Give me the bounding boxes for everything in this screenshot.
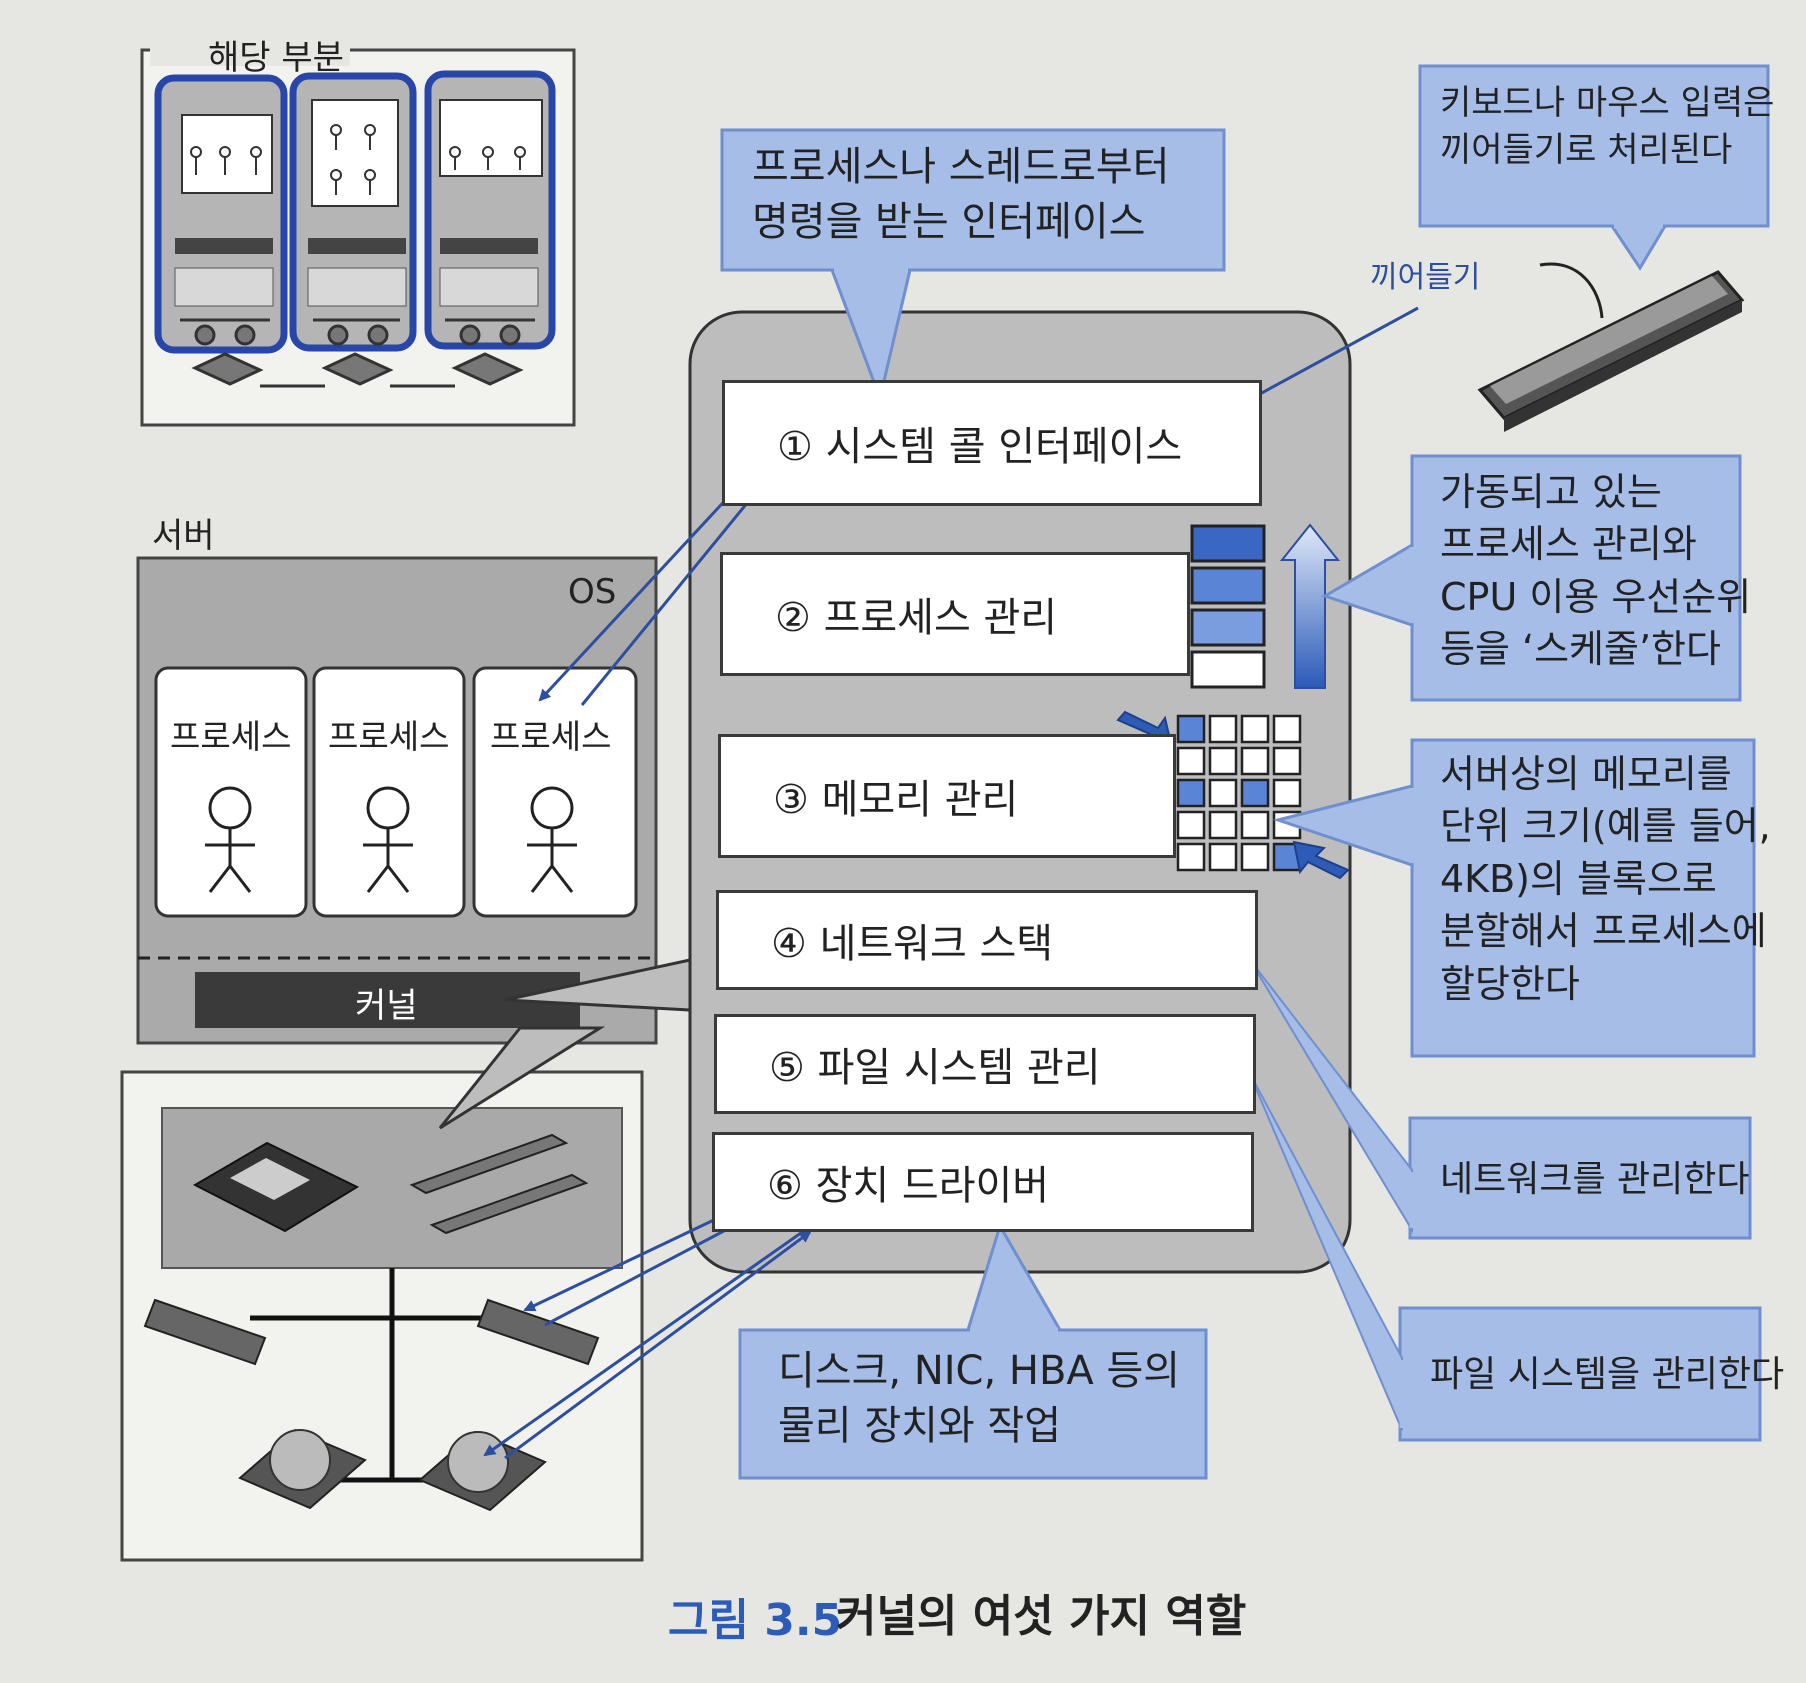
callout-memory-line4: 분할해서 프로세스에 — [1440, 909, 1767, 954]
callout-process-text: 가동되고 있는 프로세스 관리와 CPU 이용 우선순위 등을 ‘스케줄’한다 — [1440, 466, 1751, 676]
kernel-label: 커널 — [355, 986, 418, 1026]
callout-filesystem-text: 파일 시스템을 관리한다 — [1430, 1354, 1785, 1395]
arrow-driver-to-disk — [483, 1226, 809, 1457]
layer-memory-text: ③ 메모리 관리 — [773, 777, 1019, 823]
server-label: 서버 — [152, 516, 215, 556]
callout-process-line2: 프로세스 관리와 — [1440, 522, 1697, 567]
callout-network — [1249, 959, 1752, 1240]
callout-memory-line1: 서버상의 메모리를 — [1440, 752, 1732, 796]
figure-number: 그림 3.5 — [668, 1595, 843, 1646]
interrupt-label: 끼어들기 — [1370, 260, 1481, 295]
layer-memory-management: ③ 메모리 관리 — [718, 734, 1176, 858]
callout-keyboard-line1: 키보드나 마우스 입력은 — [1440, 83, 1775, 123]
os-label: OS — [568, 572, 617, 612]
keyboard-icon — [1477, 262, 1745, 432]
hardware-box — [120, 1070, 644, 1562]
callout-driver-text: 디스크, NIC, HBA 등의 물리 장치와 작업 — [778, 1344, 1180, 1454]
callout-filesystem — [1247, 1069, 1762, 1442]
callout-process-line4: 등을 ‘스케줄’한다 — [1440, 627, 1721, 672]
layer-process-management: ② 프로세스 관리 — [720, 552, 1190, 676]
layer-network-text: ④ 네트워크 스택 — [771, 921, 1054, 967]
callout-memory-line3: 4KB)의 블록으로 — [1440, 856, 1717, 901]
callout-driver-line2: 물리 장치와 작업 — [778, 1403, 1062, 1450]
top-box-label: 해당 부분 — [208, 38, 344, 78]
rack-unit-1 — [154, 74, 288, 354]
rack-unit-2 — [289, 72, 417, 352]
layer-network-stack: ④ 네트워크 스택 — [716, 890, 1258, 990]
callout-memory-text: 서버상의 메모리를 단위 크기(예를 들어, 4KB)의 블록으로 분할해서 프… — [1440, 748, 1771, 1010]
layer-driver-text: ⑥ 장치 드라이버 — [767, 1163, 1050, 1209]
callout-keyboard-line2: 끼어들기로 처리된다 — [1440, 129, 1733, 170]
callout-network-text: 네트워크를 관리한다 — [1440, 1159, 1750, 1200]
layer-filesystem: ⑤ 파일 시스템 관리 — [714, 1014, 1256, 1114]
layer-syscall-text: ① 시스템 콜 인터페이스 — [777, 424, 1183, 470]
layer-process-text: ② 프로세스 관리 — [775, 595, 1058, 641]
callout-syscall-line2: 명령을 받는 인터페이스 — [752, 199, 1146, 246]
top-rack-box — [140, 38, 576, 427]
callout-keyboard — [1418, 64, 1770, 271]
figure-title: 커널의 여섯 가지 역할 — [836, 1591, 1247, 1642]
callout-process-line1: 가동되고 있는 — [1440, 470, 1662, 514]
process-label-3: 프로세스 — [490, 717, 612, 756]
layer-syscall-interface: ① 시스템 콜 인터페이스 — [722, 380, 1262, 506]
layer-device-driver: ⑥ 장치 드라이버 — [712, 1132, 1254, 1232]
process-label-2: 프로세스 — [328, 717, 450, 756]
callout-syscall-line1: 프로세스나 스레드로부터 — [752, 144, 1170, 190]
callout-driver-line1: 디스크, NIC, HBA 등의 — [778, 1348, 1181, 1394]
rack-unit-3 — [424, 70, 556, 350]
scheduling-blocks — [1190, 523, 1341, 689]
arrow-disk-to-driver — [504, 1230, 812, 1460]
callout-memory-line5: 할당한다 — [1440, 961, 1580, 1006]
callout-process-line3: CPU 이용 우선순위 — [1440, 574, 1752, 619]
layer-filesystem-text: ⑤ 파일 시스템 관리 — [769, 1045, 1101, 1091]
callout-memory-line2: 단위 크기(예를 들어, — [1440, 804, 1771, 849]
callout-keyboard-text: 키보드나 마우스 입력은 끼어들기로 처리된다 — [1440, 80, 1774, 174]
process-label-1: 프로세스 — [170, 717, 292, 756]
callout-process-mgmt — [1321, 454, 1742, 702]
callout-memory-mgmt — [1272, 738, 1756, 1058]
callout-syscall-text: 프로세스나 스레드로부터 명령을 받는 인터페이스 — [752, 140, 1170, 250]
callout-syscall — [720, 128, 1226, 404]
callout-driver — [738, 1222, 1208, 1480]
process-boxes — [154, 666, 638, 918]
